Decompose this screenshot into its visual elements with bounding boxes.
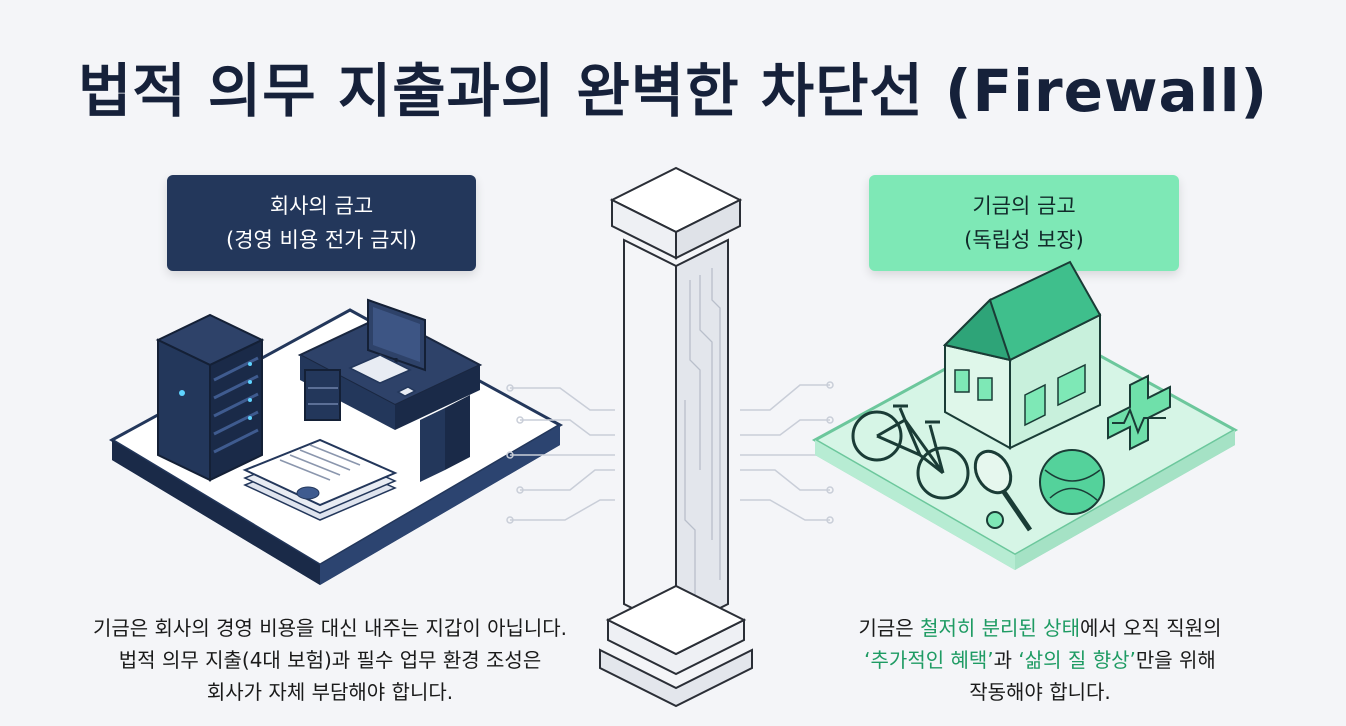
company-vault-title: 회사의 금고	[269, 194, 374, 218]
ball-icon	[1039, 449, 1105, 515]
house-icon	[943, 260, 1102, 450]
documents-icon	[242, 438, 398, 521]
fund-caption-highlight: 철저히 분리된 상태	[920, 616, 1080, 640]
pillar-icon	[599, 166, 753, 708]
fund-caption-line-3: 작동해야 합니다.	[969, 680, 1111, 704]
company-vault-label: 회사의 금고 (경영 비용 전가 금지)	[167, 175, 476, 271]
fund-caption-text: 에서 오직 직원의	[1079, 616, 1222, 640]
fund-vault-label: 기금의 금고 (독립성 보장)	[869, 175, 1179, 271]
fund-caption-text: 기금은	[858, 616, 921, 640]
fund-vault-title: 기금의 금고	[972, 194, 1076, 218]
fund-caption-highlight: ‘추가적인 혜택’	[864, 648, 994, 672]
medical-cross-icon	[1107, 374, 1171, 451]
fund-caption-highlight: ‘삶의 질 향상’	[1018, 648, 1136, 672]
company-caption-line-3: 회사가 자체 부담해야 합니다.	[206, 680, 454, 704]
tennis-racket-icon	[973, 449, 1033, 532]
circuit-lines-right	[740, 381, 834, 524]
circuit-lines-left	[506, 384, 615, 524]
company-vault-subtitle: (경영 비용 전가 금지)	[226, 228, 417, 252]
fund-caption: 기금은 철저히 분리된 상태에서 오직 직원의 ‘추가적인 혜택’과 ‘삶의 질…	[770, 612, 1310, 708]
server-rack-icon	[155, 313, 265, 482]
bicycle-icon	[851, 404, 970, 500]
fund-caption-text: 만을 위해	[1135, 648, 1216, 672]
company-caption-line-2: 법적 의무 지출(4대 보험)과 필수 업무 환경 조성은	[118, 648, 542, 672]
monitor-icon	[348, 298, 426, 397]
fund-caption-line-1: 기금은 철저히 분리된 상태에서 오직 직원의	[770, 612, 1310, 644]
fund-caption-line-2: ‘추가적인 혜택’과 ‘삶의 질 향상’만을 위해	[770, 644, 1310, 676]
fund-vault-subtitle: (독립성 보장)	[964, 228, 1084, 252]
company-caption-line-1: 기금은 회사의 경영 비용을 대신 내주는 지갑이 아닙니다.	[92, 616, 568, 640]
fund-caption-text: 과	[993, 648, 1019, 672]
page-title: 법적 의무 지출과의 완벽한 차단선 (Firewall)	[78, 57, 1268, 125]
company-caption: 기금은 회사의 경영 비용을 대신 내주는 지갑이 아닙니다. 법적 의무 지출…	[40, 612, 620, 708]
